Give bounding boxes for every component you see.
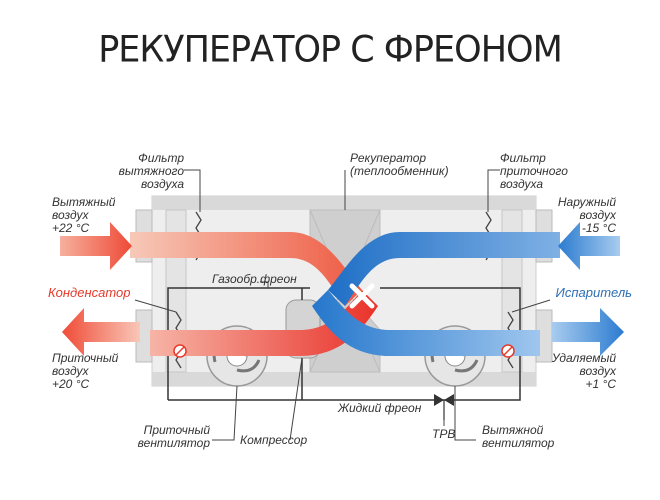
crossing-mark <box>349 283 375 309</box>
leader-lines <box>134 169 551 441</box>
gas-freon-label: Газообр.фреон <box>212 272 297 286</box>
outdoor-air-in-arrow <box>558 222 620 270</box>
recuperator-label: Рекуператор(теплообменник) <box>350 151 449 178</box>
trv-label: ТРВ <box>432 427 456 441</box>
hot-stream <box>130 232 362 306</box>
removed-air-out-arrow <box>552 308 624 356</box>
condenser-label: Конденсатор <box>48 285 131 300</box>
page-title: РЕКУПЕРАТОР С ФРЕОНОМ <box>98 29 563 71</box>
trv-valve <box>434 394 454 420</box>
damper-icons <box>173 344 515 358</box>
compressor-label: Компрессор <box>240 433 308 447</box>
liquid-freon-label: Жидкий фреон <box>338 401 422 415</box>
cold-stream-out <box>312 290 540 356</box>
cold-stream <box>328 232 560 306</box>
supply-air-out-arrow <box>62 308 140 356</box>
evaporator-label: Испаритель <box>555 285 632 300</box>
exhaust-air-in-arrow <box>60 222 132 270</box>
hot-stream-out <box>150 290 378 356</box>
